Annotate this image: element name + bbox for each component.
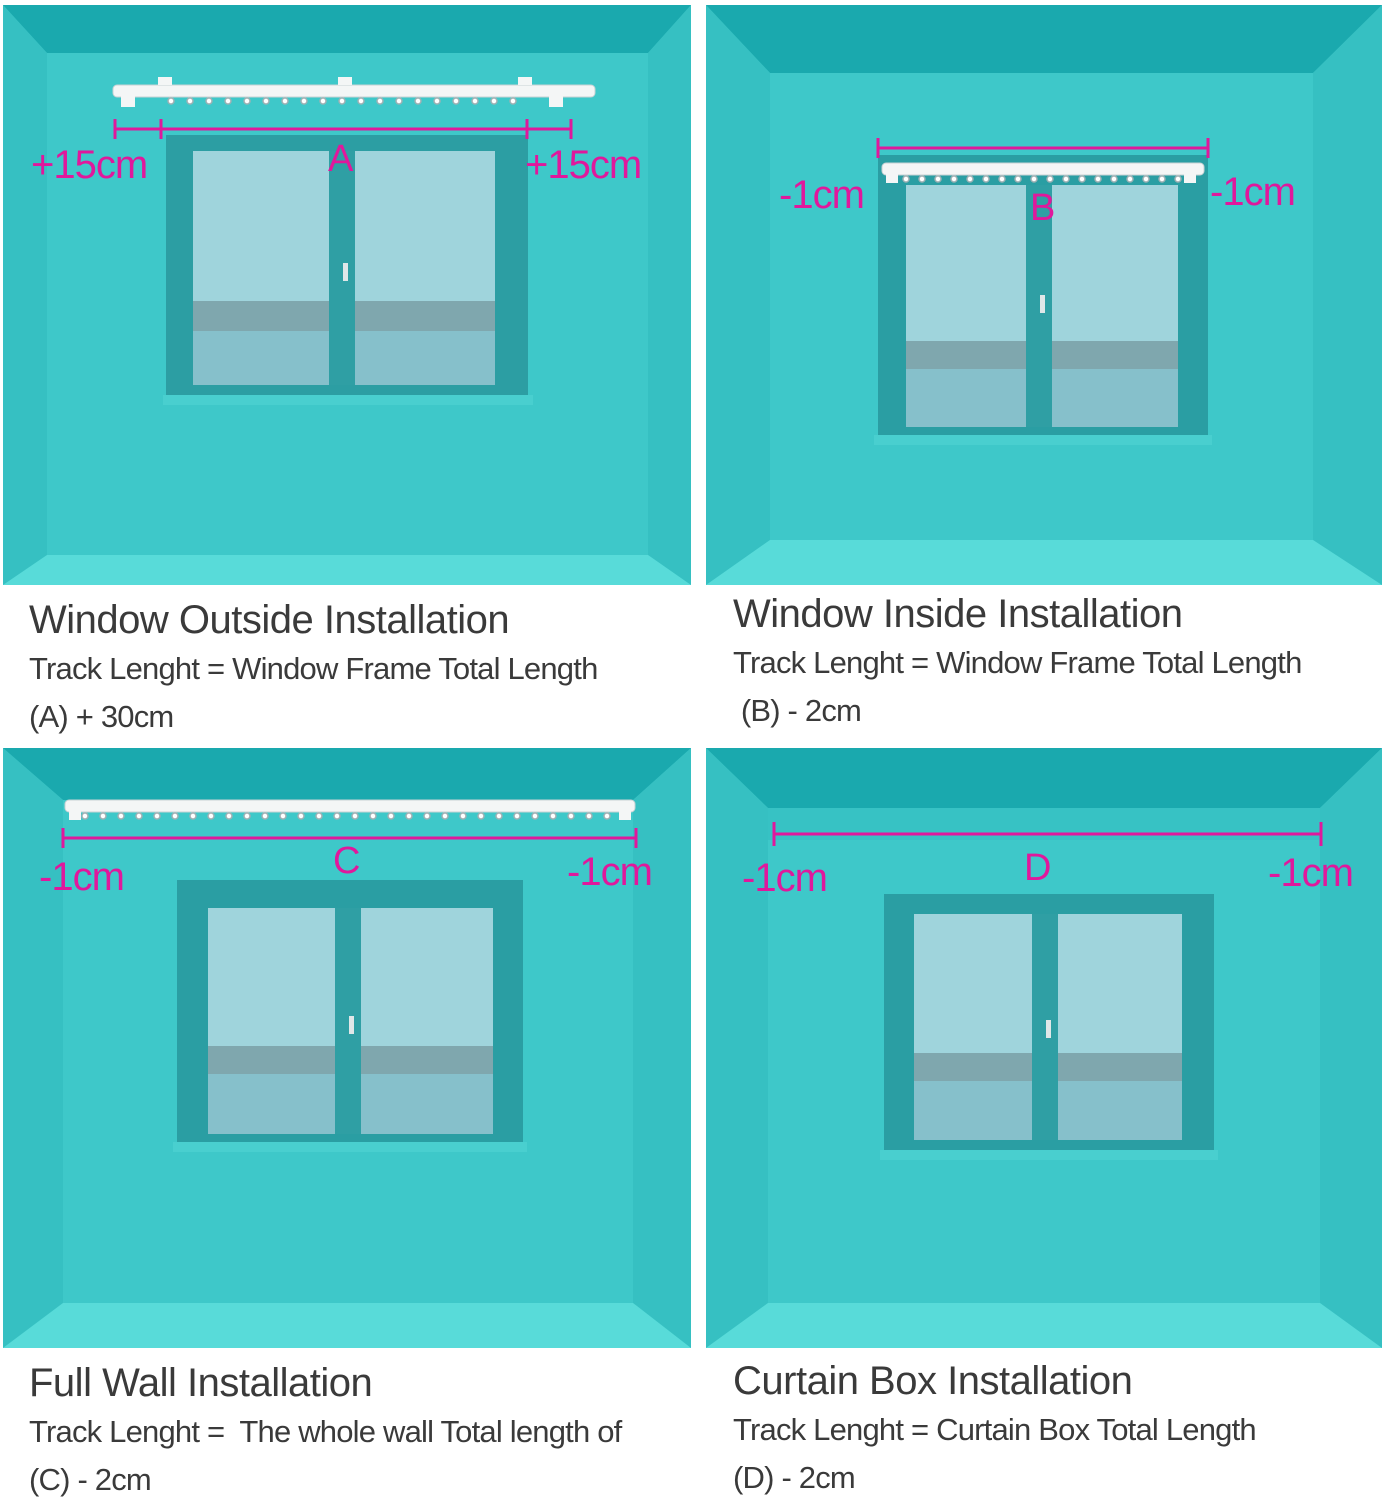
left-offset-label: +15cm <box>31 143 148 187</box>
caption-formula-line1: Track Lenght = Window Frame Total Length <box>29 651 598 686</box>
window-mullion <box>1032 914 1058 1140</box>
measure-letter: B <box>1030 187 1055 229</box>
room-floor <box>706 540 1382 585</box>
curtain-track <box>64 799 636 820</box>
window-mullion <box>329 151 355 385</box>
caption-title: Curtain Box Installation <box>733 1359 1133 1403</box>
caption-formula-line2: (D) - 2cm <box>733 1460 856 1495</box>
curtain-track <box>112 77 596 107</box>
right-offset-label: -1cm <box>1268 851 1354 895</box>
caption: Window Outside Installation Track Lenght… <box>29 597 598 741</box>
caption-formula-line1: Track Lenght = The whole wall Total leng… <box>29 1414 622 1449</box>
room-scene-svg <box>3 748 691 1348</box>
window-glass <box>193 151 495 385</box>
panel-full-wall: C -1cm -1cm Full Wall Installation Track… <box>0 745 693 1500</box>
right-offset-label: -1cm <box>567 850 653 894</box>
panel-window-inside: B -1cm -1cm Window Inside Installation T… <box>703 0 1387 740</box>
panel-window-outside: A +15cm +15cm Window Outside Installatio… <box>0 0 693 740</box>
measure-letter: D <box>1024 847 1051 889</box>
measure-lines <box>113 119 573 139</box>
window-sill <box>874 435 1212 445</box>
room-floor <box>3 1303 691 1348</box>
measure-lines <box>61 828 638 848</box>
window-sill <box>880 1150 1218 1160</box>
window-handle <box>349 1016 354 1034</box>
curtain-track <box>881 162 1205 183</box>
caption-formula-line2: (C) - 2cm <box>29 1462 152 1497</box>
window-glass <box>208 908 493 1134</box>
caption-title: Full Wall Installation <box>29 1361 373 1405</box>
room-illustration: C -1cm -1cm <box>3 748 691 1348</box>
caption: Curtain Box Installation Track Lenght = … <box>733 1358 1257 1502</box>
room-ceiling <box>3 748 691 800</box>
room-right-side <box>633 748 691 1348</box>
right-offset-label: +15cm <box>525 143 642 187</box>
window-handle <box>1040 295 1045 313</box>
room-curtain-box <box>768 808 1320 840</box>
room-scene-svg <box>706 5 1382 585</box>
window-glass <box>914 914 1182 1140</box>
caption-formula-line2: (B) - 2cm <box>733 693 862 728</box>
window-handle <box>343 263 348 281</box>
right-offset-label: -1cm <box>1210 170 1296 214</box>
window-sill <box>163 395 533 405</box>
window-mullion <box>335 908 361 1134</box>
left-offset-label: -1cm <box>742 856 828 900</box>
room-scene-svg <box>3 5 691 585</box>
caption-formula-line1: Track Lenght = Curtain Box Total Length <box>733 1412 1257 1447</box>
measure-lines <box>772 822 1323 846</box>
caption-formula-line1: Track Lenght = Window Frame Total Length <box>733 645 1302 680</box>
room-left-side <box>706 5 770 585</box>
caption: Full Wall Installation Track Lenght = Th… <box>29 1360 622 1504</box>
caption-title: Window Inside Installation <box>733 592 1183 636</box>
room-illustration: A +15cm +15cm <box>3 5 691 585</box>
room-left-side <box>706 748 768 1348</box>
room-right-side <box>1313 5 1382 585</box>
room-ceiling <box>3 5 691 53</box>
caption: Window Inside Installation Track Lenght … <box>733 591 1302 735</box>
panel-curtain-box: D -1cm -1cm Curtain Box Installation Tra… <box>703 745 1387 1500</box>
room-scene-svg <box>706 748 1382 1348</box>
room-illustration: B -1cm -1cm <box>706 5 1382 585</box>
room-ceiling <box>706 5 1382 73</box>
left-offset-label: -1cm <box>39 855 125 899</box>
room-right-side <box>648 5 691 585</box>
room-left-side <box>3 5 47 585</box>
caption-formula-line2: (A) + 30cm <box>29 699 174 734</box>
room-right-side <box>1320 748 1382 1348</box>
caption-title: Window Outside Installation <box>29 598 510 642</box>
window-handle <box>1046 1020 1051 1038</box>
window-glass <box>906 185 1178 427</box>
window-sill <box>173 1142 527 1152</box>
left-offset-label: -1cm <box>779 173 865 217</box>
window-mullion <box>1026 185 1052 427</box>
room-floor <box>706 1303 1382 1348</box>
room-illustration: D -1cm -1cm <box>706 748 1382 1348</box>
room-floor <box>3 555 691 585</box>
measure-letter: A <box>328 138 353 180</box>
room-left-side <box>3 748 63 1348</box>
room-ceiling <box>706 748 1382 808</box>
measure-letter: C <box>333 840 360 882</box>
measure-lines <box>876 138 1210 158</box>
